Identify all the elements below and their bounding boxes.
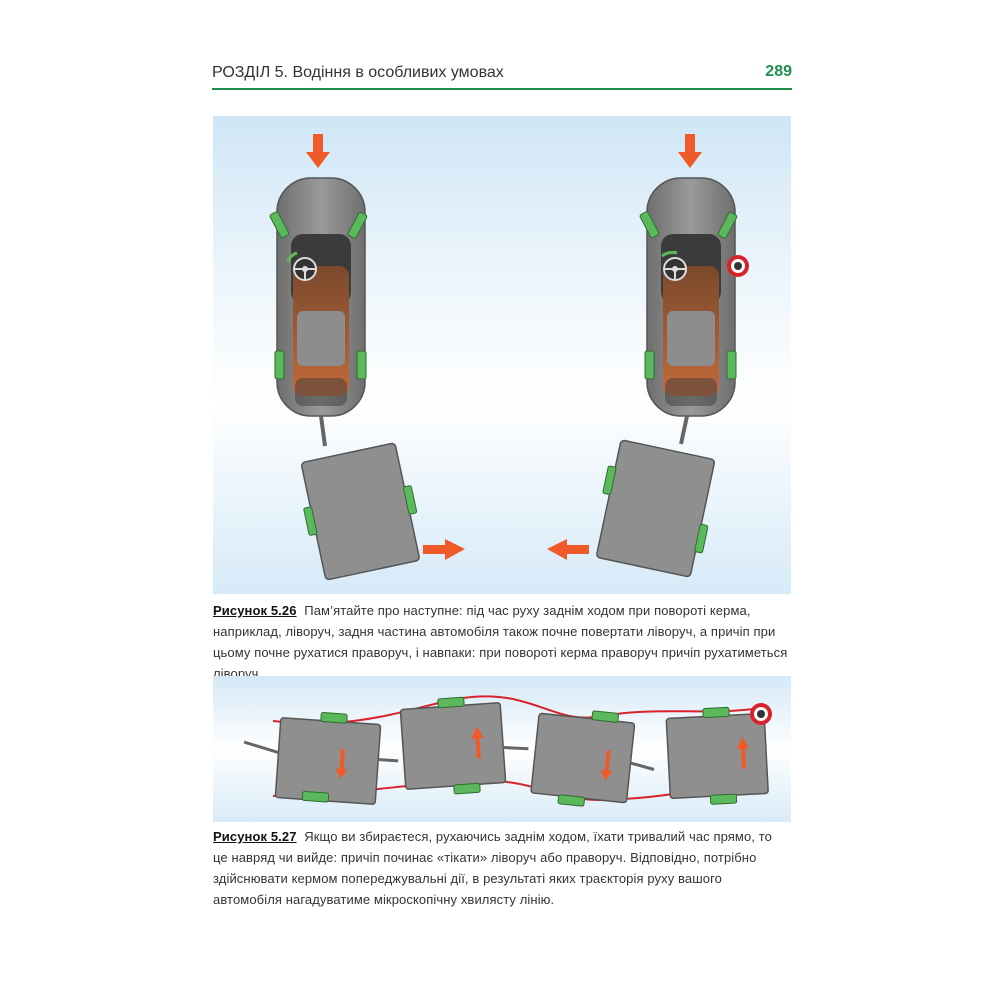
caption-text: Якщо ви збираєтеся, рухаючись заднім ход… — [213, 829, 772, 907]
steering-wheel-icon — [286, 251, 317, 281]
caption-text: Пам’ятайте про наступне: під час руху за… — [213, 603, 788, 681]
header-divider — [212, 88, 792, 90]
figure-5-26 — [213, 116, 791, 594]
down-arrow-icon — [678, 134, 702, 168]
car-right — [547, 134, 749, 578]
down-arrow-icon — [335, 748, 348, 779]
down-arrow-icon — [306, 134, 330, 168]
section-title: РОЗДІЛ 5. Водіння в особливих умовах — [212, 64, 504, 81]
caption-label: Рисунок 5.26 — [213, 603, 297, 618]
figure-5-26-illustration — [213, 116, 791, 594]
steering-wheel-icon — [661, 250, 687, 281]
down-arrow-icon — [600, 750, 613, 781]
caption-figure-5-26: Рисунок 5.26 Пам’ятайте про наступне: пі… — [213, 600, 788, 684]
up-arrow-icon — [736, 736, 749, 769]
caption-figure-5-27: Рисунок 5.27 Якщо ви збираєтеся, рухаючи… — [213, 826, 788, 910]
reverse-gear-icon — [727, 255, 749, 277]
left-arrow-icon — [547, 539, 589, 560]
right-arrow-icon — [423, 539, 465, 560]
car-left — [269, 134, 465, 581]
page-header: РОЗДІЛ 5. Водіння в особливих умовах 289 — [212, 62, 792, 90]
figure-5-27 — [213, 676, 791, 822]
figure-5-27-illustration — [213, 676, 791, 822]
caption-label: Рисунок 5.27 — [213, 829, 297, 844]
reverse-gear-icon — [750, 703, 772, 725]
page-number: 289 — [765, 63, 792, 80]
up-arrow-icon — [471, 726, 484, 759]
